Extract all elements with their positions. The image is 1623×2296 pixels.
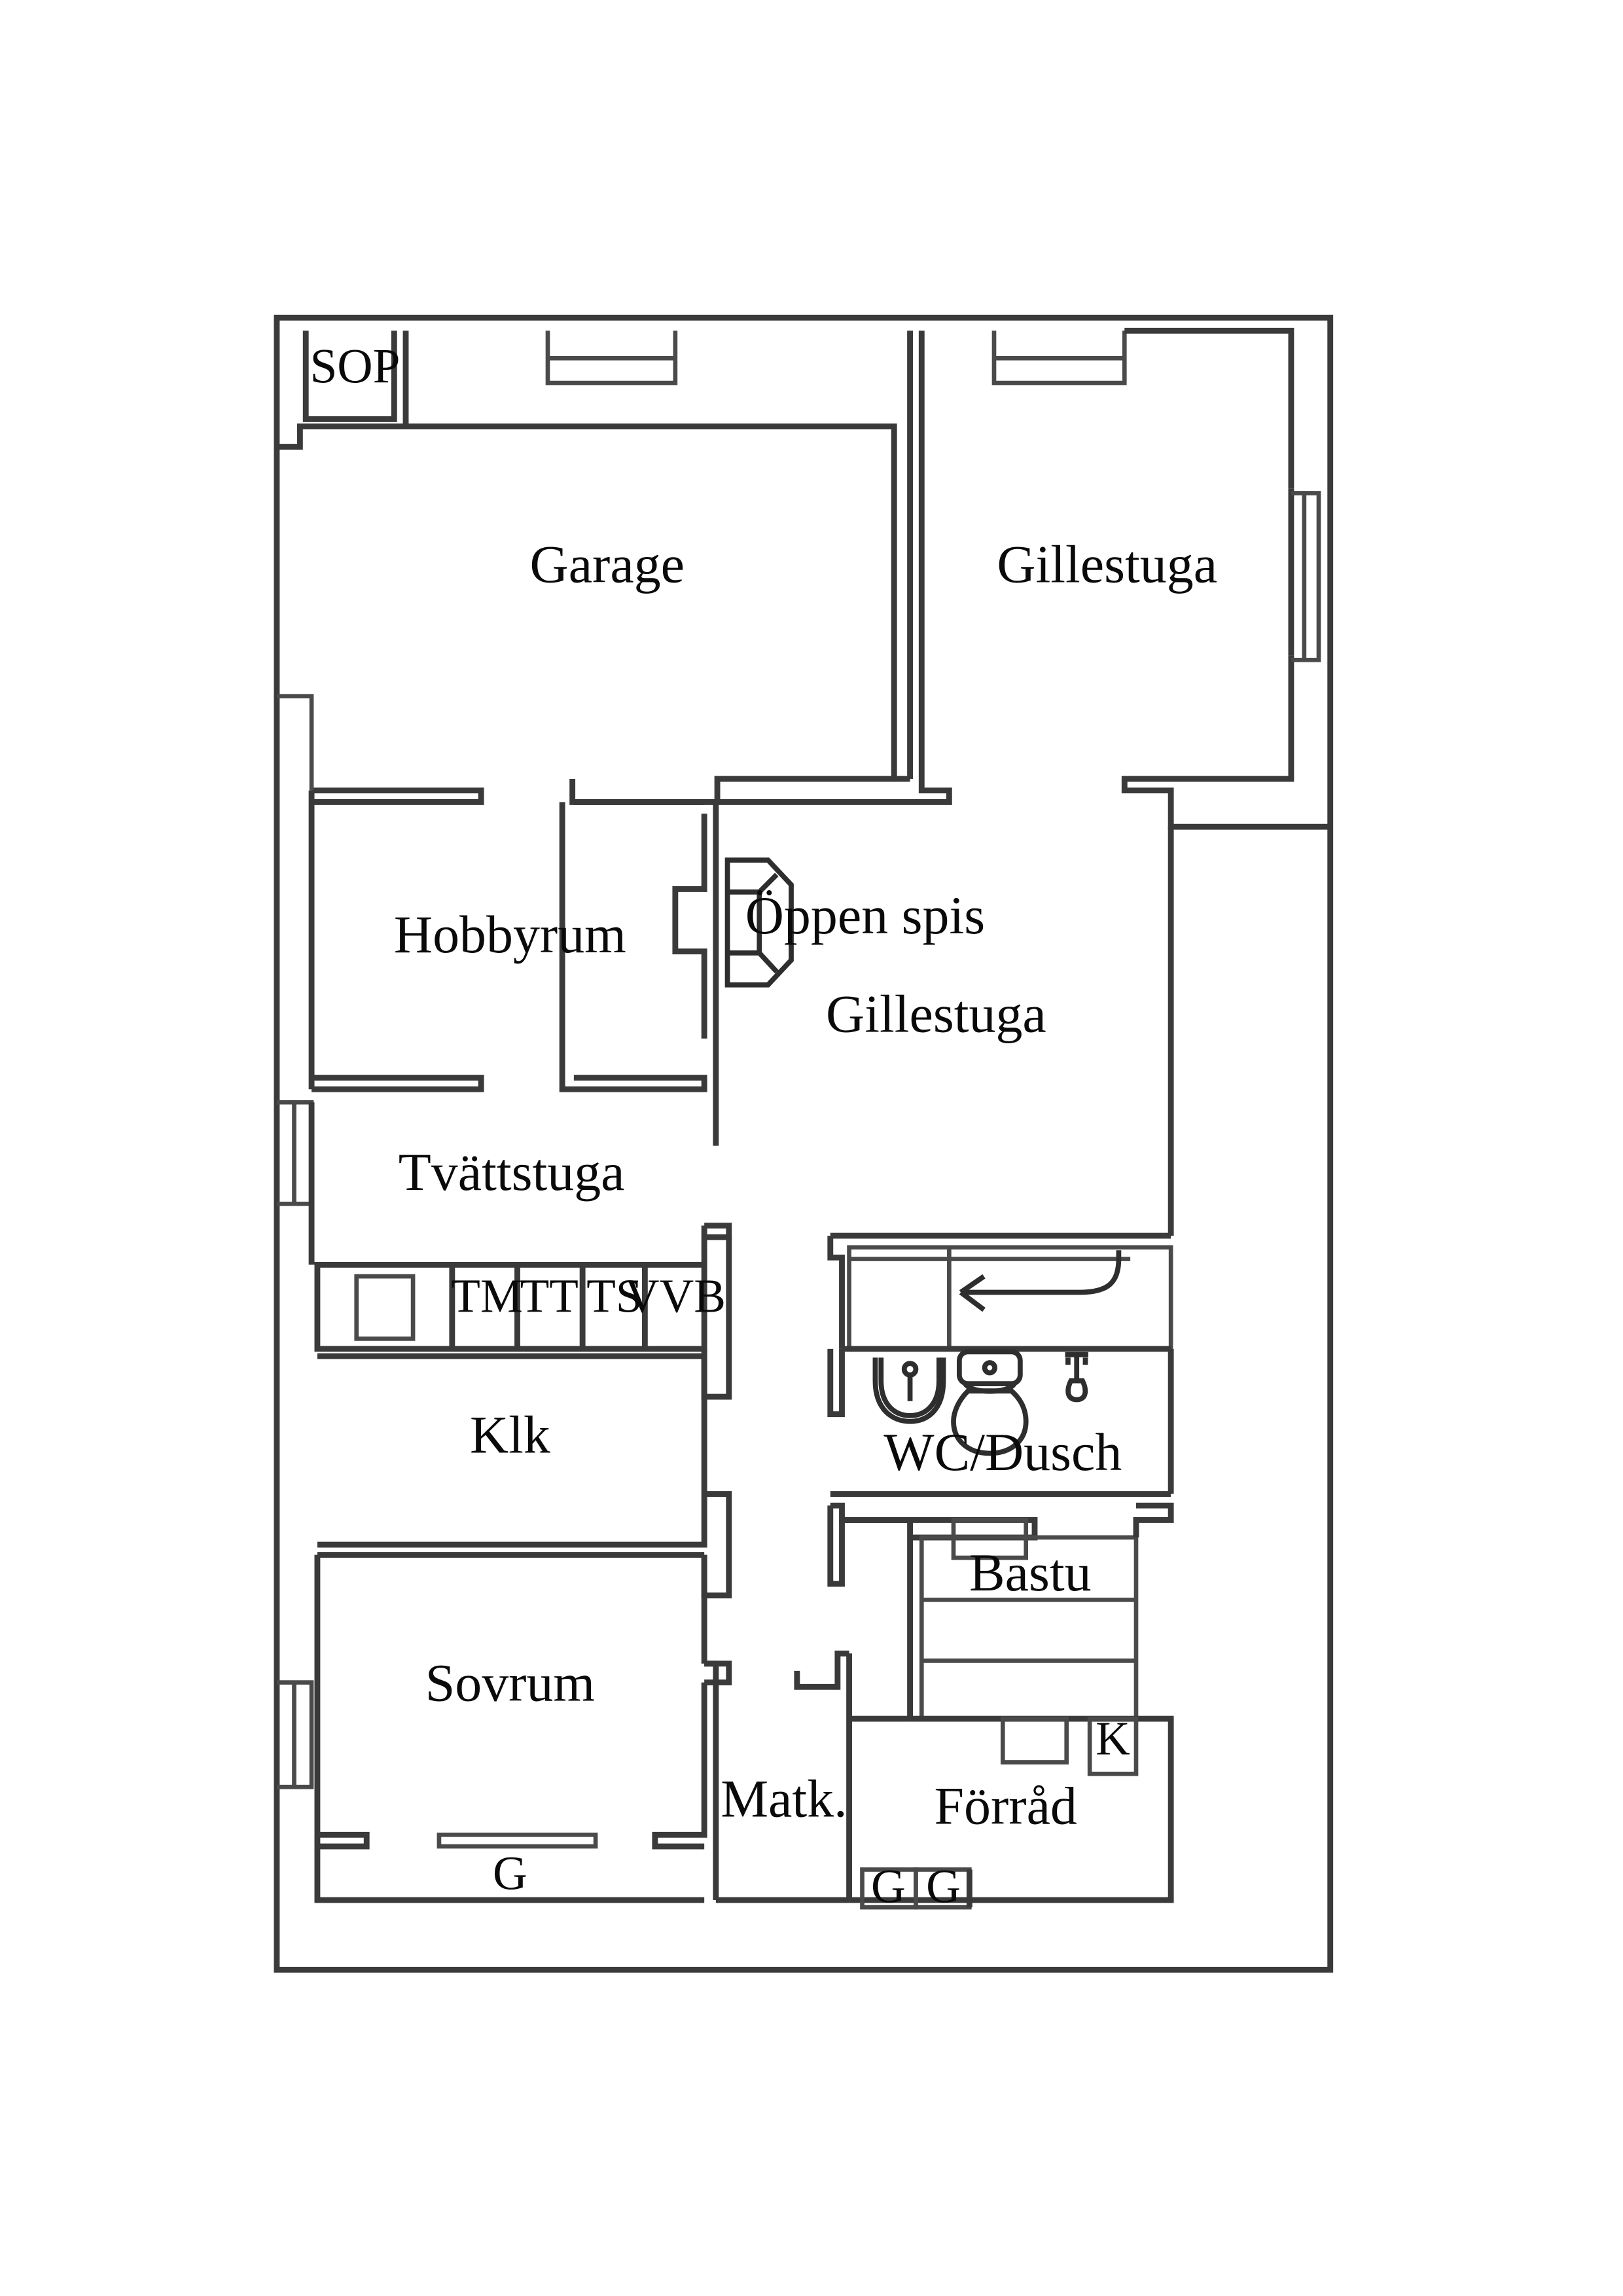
room-label-klk: Klk (470, 1405, 550, 1464)
room-label-wc-dusch: WC/Dusch (883, 1422, 1122, 1482)
appliance-label-tm: TM (451, 1270, 523, 1323)
closet-label-g-forrad-1: G (871, 1859, 906, 1912)
appliance-label-vvb: VVB (625, 1270, 726, 1323)
left-wall-windows (276, 694, 314, 1789)
room-sop (302, 331, 397, 422)
room-label-tvattstuga: Tvättstuga (399, 1142, 625, 1202)
closet-label-g-forrad-2: G (926, 1859, 961, 1912)
sauna-stove (951, 1518, 1029, 1560)
toilet-icon (951, 1349, 1029, 1456)
appliance-label-tt: TT (520, 1270, 579, 1323)
laundry-appliance-row (314, 1261, 707, 1352)
outer-wall (274, 314, 1334, 1973)
forrad-shelf (1000, 1716, 1069, 1765)
closet-label-g-sovrum: G (493, 1847, 527, 1900)
room-hobbyrum (308, 787, 707, 1092)
room-forrad (849, 1715, 1174, 1910)
staircase (847, 1245, 1173, 1352)
room-label-gillestuga-upper: Gillestuga (997, 535, 1217, 594)
shower-head-icon (1065, 1352, 1088, 1403)
room-label-garage: Garage (530, 535, 685, 594)
appliance-label-ts: TS (586, 1270, 642, 1323)
room-matk (704, 1650, 852, 1903)
room-label-hobbyrum: Hobbyrum (394, 905, 626, 964)
washbasin-icon (872, 1357, 946, 1424)
closet-k (1087, 1716, 1139, 1776)
room-garage (406, 331, 1127, 780)
room-label-gillestuga-lower: Gillestuga (826, 984, 1046, 1044)
room-wc-dusch (827, 1346, 1174, 1497)
room-bastu (827, 1502, 1174, 1721)
closet-label-k: K (1096, 1712, 1130, 1765)
room-label-sovrum: Sovrum (425, 1653, 595, 1712)
fireplace-open-spis (672, 802, 794, 1146)
room-label-sop: SOP (310, 340, 400, 394)
room-label-oppen-spis: Öppen spis (745, 886, 985, 945)
room-sovrum (314, 1554, 732, 1903)
room-klk (317, 1353, 732, 1599)
room-label-matk: Matk. (721, 1769, 847, 1829)
laundry-sink (354, 1274, 416, 1341)
room-label-forrad: Förråd (935, 1776, 1077, 1836)
room-label-bastu: Bastu (969, 1543, 1092, 1602)
room-gillestuga-lower (827, 827, 1174, 1352)
